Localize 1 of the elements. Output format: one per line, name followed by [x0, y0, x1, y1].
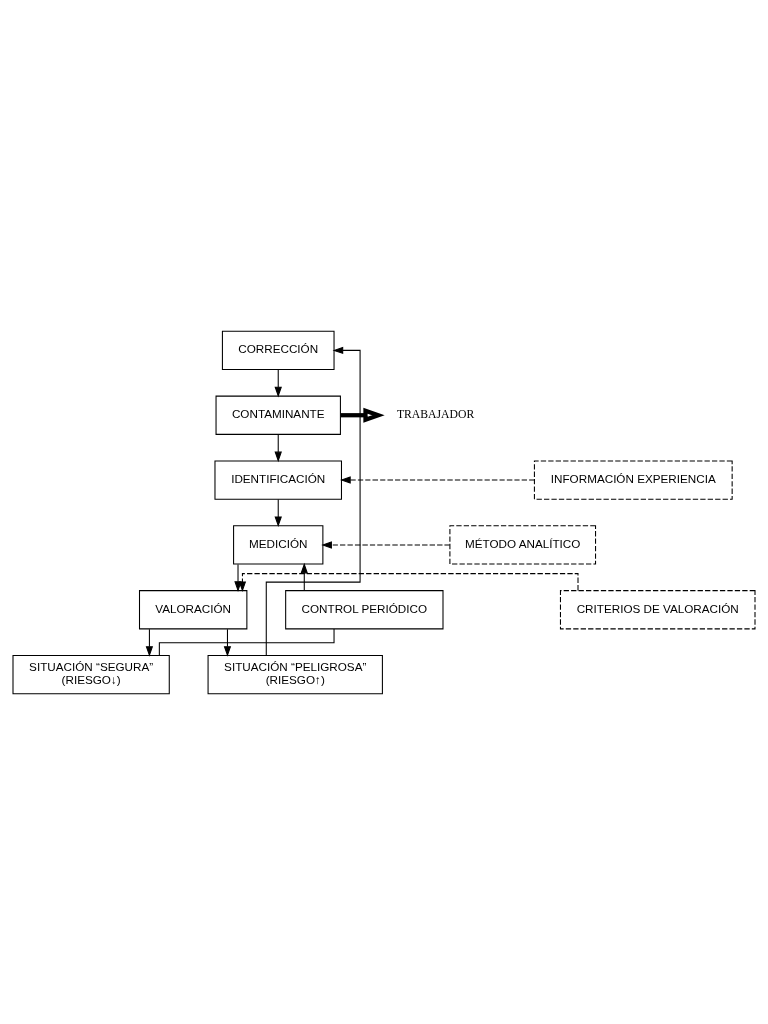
- node-text: TRABAJADOR: [396, 407, 475, 421]
